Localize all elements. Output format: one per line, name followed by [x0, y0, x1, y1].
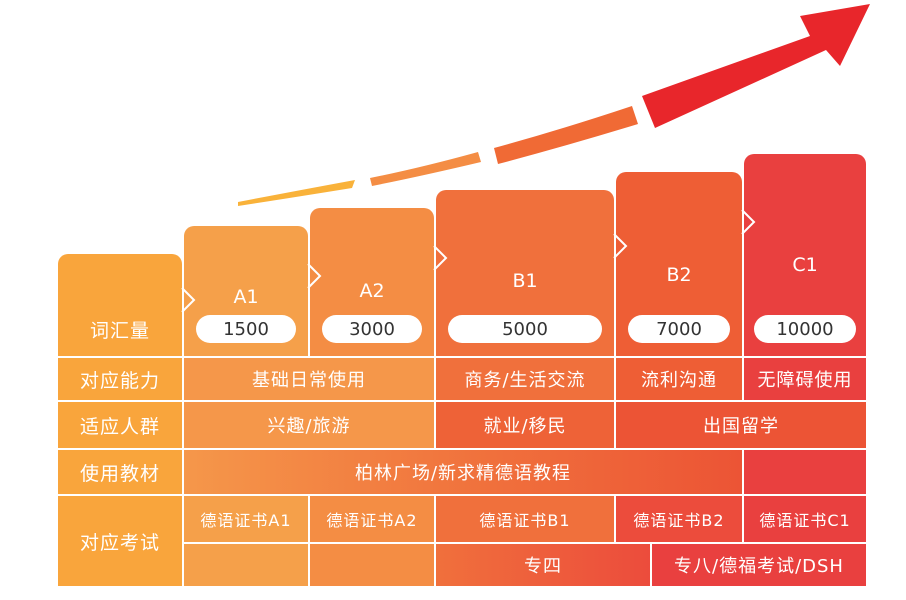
exam-advanced: 专八/德福考试/DSH	[652, 544, 866, 586]
ability-cell-b2: 流利沟通	[616, 358, 742, 400]
label-column-top	[58, 254, 182, 356]
audience-row-label: 适应人群	[58, 402, 182, 448]
growth-arrow	[238, 4, 870, 206]
chevron-icon	[181, 287, 196, 313]
arrow-head	[642, 4, 870, 128]
ability-cell-c1: 无障碍使用	[744, 358, 866, 400]
textbook-cell: 柏林广场/新求精德语教程	[184, 450, 742, 494]
audience-cell-a: 兴趣/旅游	[184, 402, 434, 448]
vocab-value-c1: 10000	[754, 315, 856, 343]
ability-cell-b1: 商务/生活交流	[436, 358, 614, 400]
exam-empty-a2	[310, 544, 434, 586]
exam-tem4: 专四	[436, 544, 650, 586]
vocab-value-a2: 3000	[322, 315, 422, 343]
exam-cert-a2: 德语证书A2	[310, 496, 434, 542]
ability-row-label: 对应能力	[58, 358, 182, 400]
chevron-icon	[613, 233, 628, 259]
audience-cell-b2c1: 出国留学	[616, 402, 866, 448]
exam-cert-c1: 德语证书C1	[744, 496, 866, 542]
vocab-row-label: 词汇量	[89, 319, 150, 342]
exam-row-label: 对应考试	[58, 496, 182, 586]
level-label-a1: A1	[233, 286, 259, 308]
audience-cell-b1: 就业/移民	[436, 402, 614, 448]
chevron-icon	[433, 245, 448, 271]
exam-cert-b1: 德语证书B1	[436, 496, 614, 542]
exam-empty-a1	[184, 544, 308, 586]
chevron-icon	[741, 209, 756, 235]
ability-cell-a: 基础日常使用	[184, 358, 434, 400]
vocab-value-b1: 5000	[448, 315, 602, 343]
arrow-segment-1	[238, 180, 355, 206]
arrow-segment-2	[370, 152, 481, 186]
chevron-icon	[307, 263, 322, 289]
textbook-row-label: 使用教材	[58, 450, 182, 494]
textbook-cell-c1-empty	[744, 450, 866, 494]
exam-cert-b2: 德语证书B2	[616, 496, 742, 542]
vocab-value-b2: 7000	[628, 315, 730, 343]
level-label-a2: A2	[359, 280, 385, 302]
vocab-value-a1: 1500	[196, 315, 296, 343]
level-label-c1: C1	[792, 254, 818, 276]
exam-cert-a1: 德语证书A1	[184, 496, 308, 542]
arrow-segment-3	[494, 106, 638, 164]
level-label-b1: B1	[512, 270, 538, 292]
level-label-b2: B2	[666, 264, 692, 286]
